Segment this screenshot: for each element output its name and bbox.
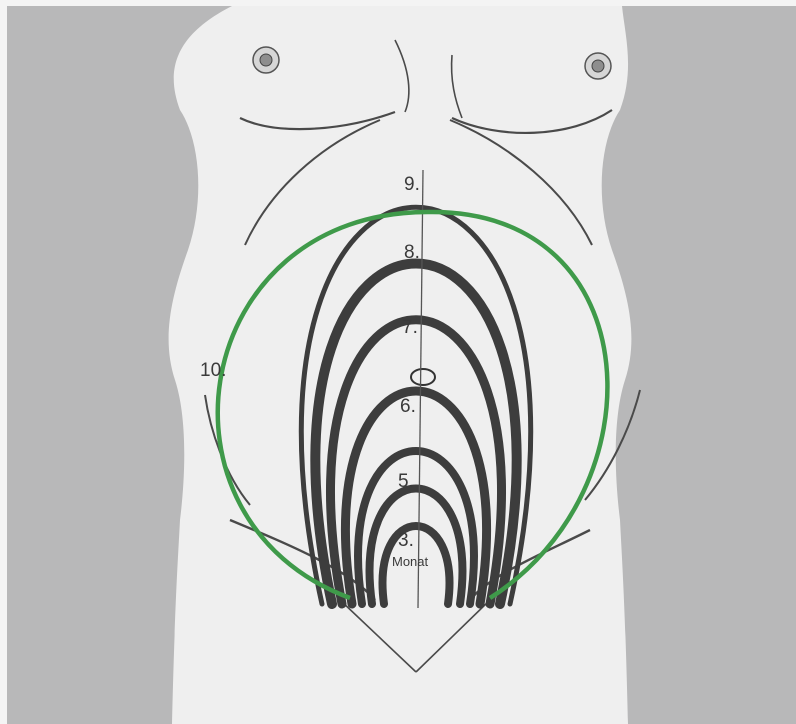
label-month-7: 7. bbox=[402, 317, 418, 338]
nipple-left bbox=[253, 47, 279, 73]
label-month-9: 9. bbox=[404, 174, 420, 195]
label-month-5: 5. bbox=[398, 471, 414, 492]
label-month-10: 10. bbox=[200, 360, 226, 381]
label-month-3: 3. bbox=[398, 530, 414, 551]
label-month-3-unit: Monat bbox=[392, 554, 429, 569]
label-month-6: 6. bbox=[400, 396, 416, 417]
body-silhouette bbox=[169, 6, 632, 724]
page-edge-top bbox=[0, 0, 796, 6]
navel bbox=[411, 369, 435, 385]
label-month-8: 8. bbox=[404, 242, 420, 263]
nipple-right bbox=[585, 53, 611, 79]
page-edge-left bbox=[0, 0, 7, 724]
